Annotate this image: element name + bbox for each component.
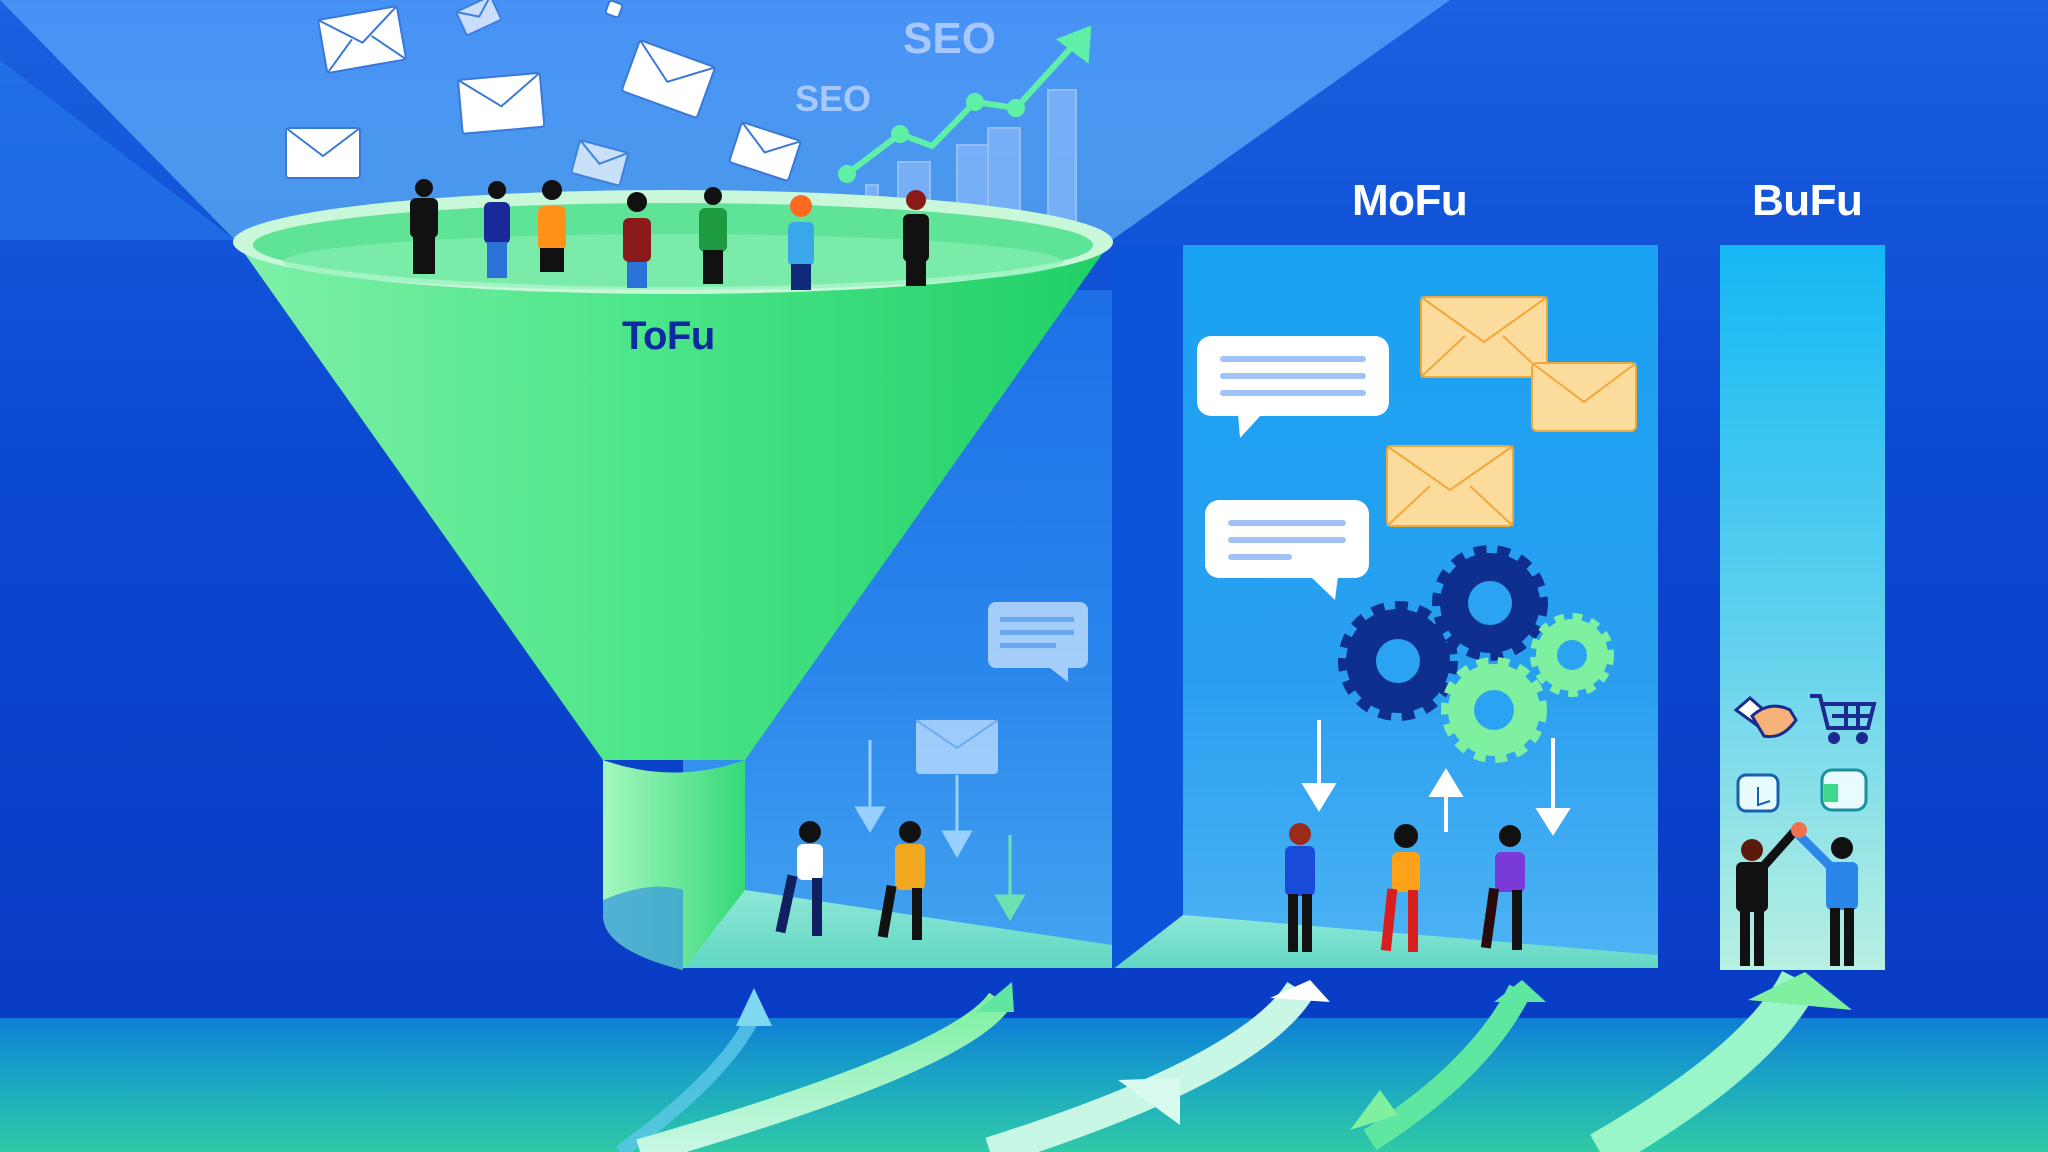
gear-icon (1530, 613, 1614, 697)
chat-bubble-icon (1197, 336, 1389, 438)
handshake-icon (1733, 696, 1798, 739)
gear-icon (1441, 657, 1547, 763)
gear-icon (1338, 601, 1458, 721)
mofu-arrows (1301, 720, 1571, 836)
people-bufu (1736, 822, 1858, 966)
chat-bubble-icon (988, 602, 1088, 682)
envelope-icon (915, 719, 999, 774)
mofu-panel-side (1112, 245, 1183, 972)
seo-label: SEO (795, 78, 872, 119)
tofu-corridor-floor (683, 890, 1112, 970)
document-icon (1736, 773, 1780, 813)
chat-bubble-icon (1205, 500, 1369, 600)
mofu-stage-label: MoFu (1352, 176, 1468, 225)
envelope-icon (1531, 362, 1637, 432)
envelope-icon (1420, 296, 1548, 378)
envelope-icons (285, 0, 802, 187)
people-top (410, 179, 929, 290)
people-tofu-corridor (775, 821, 925, 940)
envelope-icon (1386, 445, 1514, 527)
people-mofu (1285, 823, 1525, 952)
shopping-cart-icon (1810, 694, 1877, 744)
gear-icon (1432, 545, 1548, 661)
trend-line-icon (838, 25, 1092, 183)
ground-arrows (615, 970, 1852, 1152)
arrow-down-icons (854, 740, 1026, 921)
bufu-stage-label: BuFu (1752, 176, 1863, 225)
funnel-cone (235, 240, 1112, 760)
tofu-stage-label: ToFu (622, 314, 715, 358)
box-icon (1820, 768, 1868, 812)
seo-label: SEO (903, 14, 996, 63)
